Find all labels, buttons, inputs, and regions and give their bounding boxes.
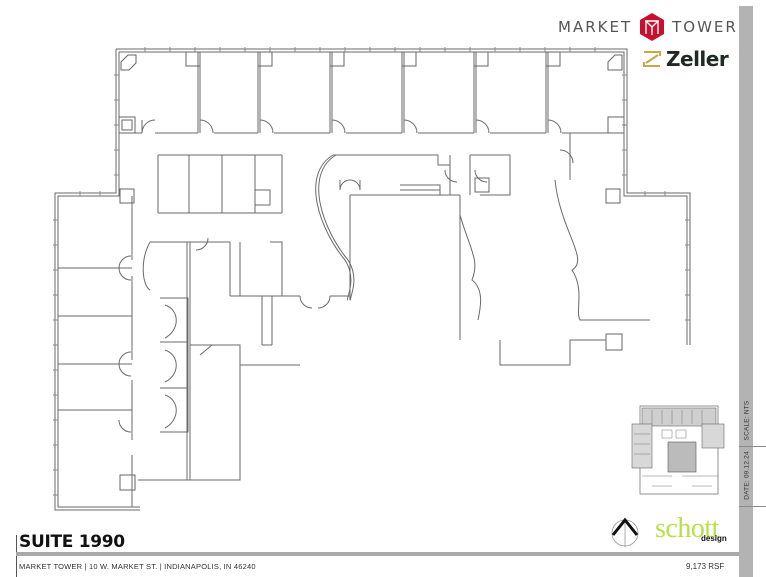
sidebar-divider bbox=[739, 446, 766, 447]
north-arrow-icon bbox=[611, 517, 639, 547]
designer-name: schott bbox=[655, 513, 719, 544]
sidebar-divider bbox=[739, 506, 766, 507]
schott-design-logo: schott design bbox=[655, 513, 727, 544]
scale-label: SCALE: NTS bbox=[743, 400, 751, 441]
address-line: MARKET TOWER | 10 W. MARKET ST. | INDIAN… bbox=[19, 562, 256, 571]
title-accent-bar bbox=[16, 535, 17, 577]
market-tower-logo: MARKET TOWER bbox=[558, 12, 738, 42]
date-label: DATE: 09.12.24 bbox=[743, 451, 751, 500]
market-tower-hexagon-icon bbox=[640, 13, 665, 41]
suite-title: SUITE 1990 bbox=[19, 532, 125, 552]
designer-sub: design bbox=[701, 534, 727, 543]
title-rule bbox=[16, 552, 739, 556]
zeller-z-icon bbox=[643, 51, 661, 67]
title-sidebar bbox=[739, 6, 753, 577]
zeller-logo: Zeller bbox=[642, 47, 729, 71]
rentable-area: 9,173 RSF bbox=[686, 562, 725, 571]
brand-right-word: TOWER bbox=[672, 18, 738, 36]
brand-left-word: MARKET bbox=[558, 18, 633, 36]
partner-name: Zeller bbox=[666, 47, 729, 71]
